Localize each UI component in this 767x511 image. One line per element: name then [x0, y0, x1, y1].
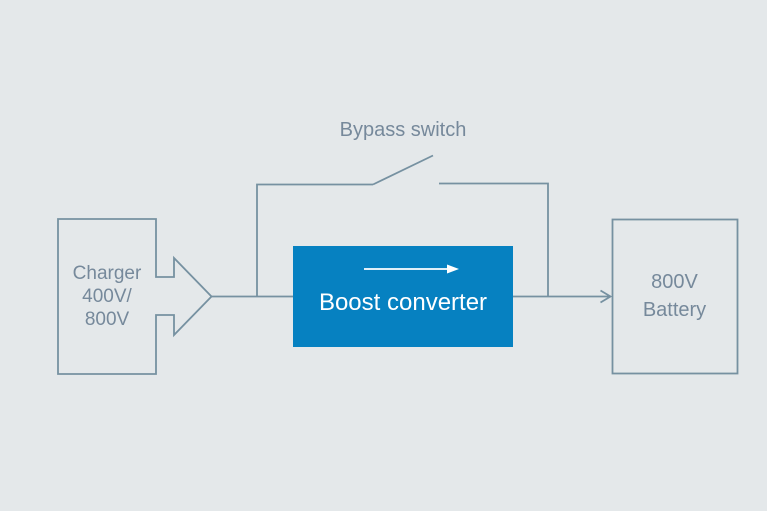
wire-boost-to-battery-arrow-icon: [513, 289, 613, 304]
battery-label-line2: Battery: [642, 299, 707, 321]
charger-label-line1: Charger: [72, 263, 142, 284]
boost-converter-label: Boost converter: [318, 289, 488, 316]
charger-label: Charger 400V/ 800V: [58, 219, 156, 374]
charger-label-line3: 800V: [84, 309, 130, 330]
bypass-switch-label: Bypass switch: [339, 119, 467, 141]
boost-converter-box: Boost converter: [293, 246, 513, 347]
flow-direction-arrow-icon: [364, 264, 459, 274]
charger-label-line2: 400V/: [82, 286, 132, 307]
battery-label: 800V Battery: [612, 219, 737, 373]
bypass-switch-blade-icon: [372, 154, 434, 186]
battery-label-line1: 800V: [651, 271, 698, 293]
